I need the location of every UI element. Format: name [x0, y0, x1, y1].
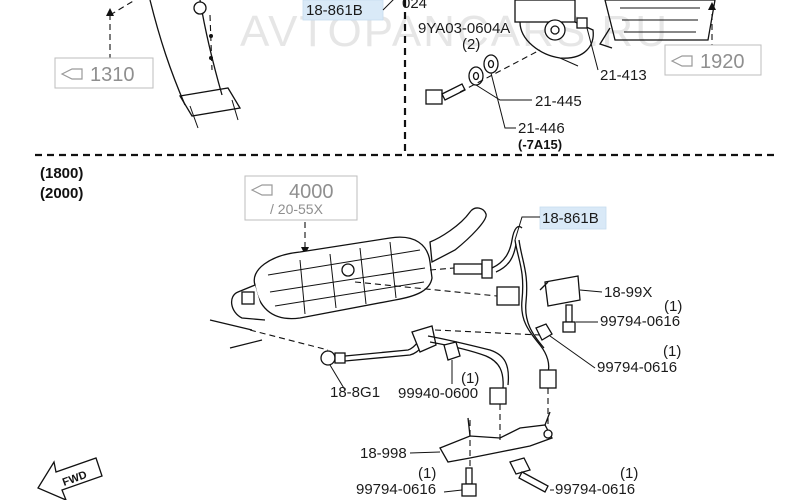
label-99794-0616-d[interactable]: 99794-0616 [555, 481, 635, 498]
nut-middle [535, 323, 553, 341]
throttle-body-top [599, 0, 716, 49]
nut-99940 [443, 341, 461, 361]
label-18-99x[interactable]: 18-99X [604, 284, 652, 301]
ref-4000-label: 4000 [289, 181, 334, 203]
label-99794-0616-b[interactable]: 99794-0616 [597, 359, 677, 376]
washer-21445 [468, 66, 484, 86]
label-99940-0600[interactable]: 99940-0600 [398, 385, 478, 402]
label-9ya03-0604a[interactable]: 9YA03-0604A [418, 20, 510, 37]
label-18-861b-top[interactable]: 18-861B [306, 2, 363, 19]
label-21-445[interactable]: 21-445 [535, 93, 582, 110]
oxygen-sensor-upper [453, 225, 557, 389]
label-18-861b[interactable]: 18-861B [542, 210, 599, 227]
bolt-lower-left [461, 467, 477, 497]
ref-1310[interactable]: 1310 [54, 57, 154, 89]
ref-1920[interactable]: 1920 [664, 44, 762, 76]
hand-pointer-icon [60, 68, 83, 80]
ref-4000[interactable]: 4000 / 20-55X [244, 175, 358, 221]
label-qty-1e: (1) [620, 465, 638, 482]
hand-pointer-icon [250, 184, 273, 196]
pipe-part-top-left [149, 0, 242, 129]
bracket-18-99x [539, 275, 581, 307]
bolt-top [425, 83, 466, 105]
label-18-8g1[interactable]: 18-8G1 [330, 384, 380, 401]
fwd-arrow-icon: FWD [37, 457, 103, 500]
label-7a15: (-7A15) [518, 137, 562, 152]
ref-1310-label: 1310 [90, 64, 135, 86]
variant-1800: (1800) [40, 165, 83, 182]
label-024[interactable]: 024 [402, 0, 427, 12]
label-qty-1c: (1) [461, 370, 479, 387]
sensor-module-top [514, 0, 594, 67]
highlight-box-bottom [539, 206, 607, 230]
label-99794-0616-c[interactable]: 99794-0616 [356, 481, 436, 498]
ref-1920-label: 1920 [700, 51, 745, 73]
bracket-18-998 [439, 411, 553, 463]
label-21-413[interactable]: 21-413 [600, 67, 647, 84]
label-qty-1d: (1) [418, 465, 436, 482]
label-99794-0616-a[interactable]: 99794-0616 [600, 313, 680, 330]
ref-4000-sub: / 20-55X [270, 201, 324, 217]
label-qty-1a: (1) [664, 298, 682, 315]
label-qty-1b: (1) [663, 343, 681, 360]
washer-21446 [483, 54, 499, 74]
label-qty-2: (2) [462, 36, 480, 53]
bolt-bracket [562, 304, 576, 333]
variant-2000: (2000) [40, 185, 83, 202]
label-18-998[interactable]: 18-998 [360, 445, 407, 462]
bolt-lower-right [509, 457, 549, 493]
catalytic-converter [209, 207, 487, 349]
hand-pointer-icon [670, 55, 693, 67]
label-21-446[interactable]: 21-446 [518, 120, 565, 137]
